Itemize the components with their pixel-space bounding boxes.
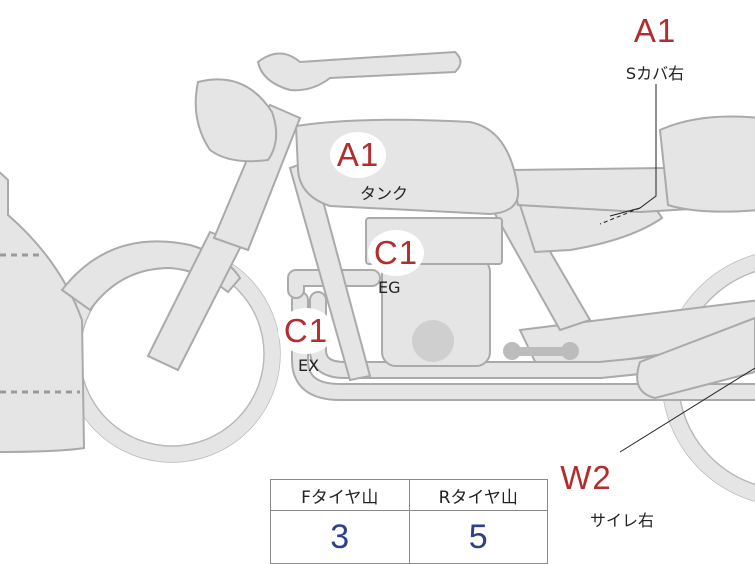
- swingarm: [518, 299, 755, 374]
- callout-s-cover-right: A1 Sカバ右: [610, 8, 700, 84]
- muffler: [636, 316, 755, 400]
- callout-engine: C1 EG: [356, 230, 436, 297]
- leader-muffler: [619, 367, 755, 453]
- handlebar: [256, 50, 462, 92]
- fork-upper: [212, 103, 302, 252]
- part-label: EX: [298, 356, 320, 375]
- damage-code-badge: A1: [627, 8, 683, 54]
- rider-shape: [0, 171, 86, 453]
- part-label: Sカバ右: [625, 64, 685, 83]
- callout-muffler-right: W2 サイレ右: [550, 455, 690, 531]
- part-label: タンク: [360, 184, 409, 203]
- damage-code-badge: C1: [278, 308, 334, 354]
- headlight: [194, 78, 278, 163]
- front-fender: [60, 240, 242, 312]
- part-label: サイレ右: [590, 511, 655, 530]
- callout-exhaust: C1 EX: [272, 308, 352, 375]
- front-tire-header: Fタイヤ山: [270, 479, 410, 511]
- leader-s-cover-dash: [599, 207, 641, 225]
- rear-tire-header: Rタイヤ山: [408, 479, 548, 511]
- damage-code-badge: C1: [368, 230, 424, 276]
- damage-code-badge: A1: [330, 132, 386, 178]
- rear-tire-value: 5: [408, 510, 548, 564]
- leader-s-cover: [609, 84, 657, 217]
- tire-tread-table: Fタイヤ山 Rタイヤ山 3 5: [270, 479, 548, 564]
- engine-cover: [412, 320, 454, 362]
- front-tire-value: 3: [270, 510, 410, 564]
- part-label: EG: [378, 278, 401, 297]
- damage-code-badge: W2: [558, 455, 614, 501]
- rear-cowl: [658, 115, 755, 213]
- callout-tank: A1 タンク: [320, 132, 440, 204]
